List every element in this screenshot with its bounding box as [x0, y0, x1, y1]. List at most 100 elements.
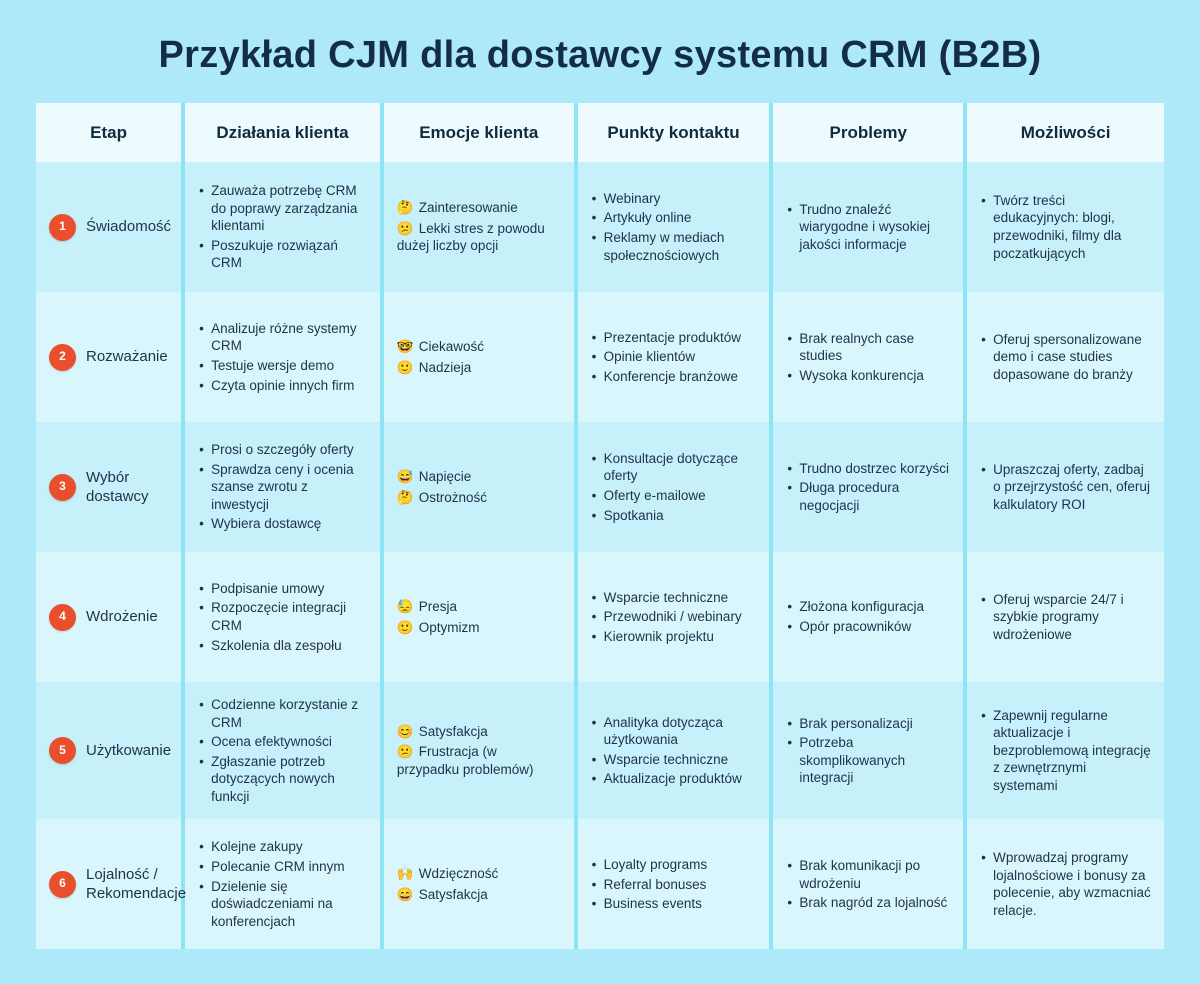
list-item: Upraszczaj oferty, zadbaj o przejrzystoś…: [980, 461, 1151, 514]
touchpoints-cell: Wsparcie technicznePrzewodniki / webinar…: [573, 552, 772, 682]
list-item: Loyalty programs: [591, 856, 757, 874]
list-item: Oferty e-mailowe: [591, 487, 757, 505]
list-item: Zgłaszanie potrzeb dotyczących nowych fu…: [198, 753, 367, 806]
touchpoints-list: Wsparcie technicznePrzewodniki / webinar…: [591, 589, 757, 646]
list-item: Długa procedura negocjacji: [786, 479, 950, 514]
problems-list: Brak komunikacji po wdrożeniuBrak nagród…: [786, 857, 950, 912]
emotion-label: Zainteresowanie: [418, 200, 518, 216]
list-item: Zapewnij regularne aktualizacje i bezpro…: [980, 707, 1151, 795]
actions-cell: Analizuje różne systemy CRMTestuje wersj…: [181, 292, 382, 422]
list-item: Oferuj spersonalizowane demo i case stud…: [980, 331, 1151, 384]
touchpoints-cell: Prezentacje produktówOpinie klientówKonf…: [573, 292, 772, 422]
problems-cell: Trudno znaleźć wiarygodne i wysokiej jak…: [769, 162, 966, 292]
stage-label: Rozważanie: [86, 348, 168, 366]
list-item: Czyta opinie innych firm: [198, 377, 367, 395]
emotions-cell: 🤓Ciekawość🙂Nadzieja: [379, 292, 576, 422]
list-item: Przewodniki / webinary: [591, 608, 757, 626]
emotions-list: 😊Satysfakcja😕Frustracja (w przypadku pro…: [397, 723, 561, 779]
problems-list: Trudno znaleźć wiarygodne i wysokiej jak…: [786, 201, 950, 254]
list-item: Analizuje różne systemy CRM: [198, 320, 367, 355]
actions-list: Zauważa potrzebę CRM do poprawy zarządza…: [198, 182, 367, 272]
emotions-cell: 🙌Wdzięczność😄Satysfakcja: [379, 819, 576, 950]
emotion-item: 😓Presja: [397, 598, 561, 616]
emotion-item: 🤔Zainteresowanie: [397, 199, 561, 217]
touchpoints-cell: Konsultacje dotyczące ofertyOferty e-mai…: [573, 422, 772, 552]
emotion-emoji-icon: 😕: [396, 220, 414, 236]
list-item: Artykuły online: [591, 209, 757, 227]
emotion-emoji-icon: 🙂: [396, 619, 414, 635]
problems-cell: Brak komunikacji po wdrożeniuBrak nagród…: [769, 819, 966, 950]
list-item: Trudno znaleźć wiarygodne i wysokiej jak…: [786, 201, 950, 254]
list-item: Kierownik projektu: [591, 628, 757, 646]
list-item: Potrzeba skomplikowanych integracji: [786, 734, 950, 787]
stage-cell: 3 Wybór dostawcy: [36, 422, 184, 552]
actions-list: Prosi o szczegóły ofertySprawdza ceny i …: [198, 441, 367, 533]
problems-cell: Brak realnych case studiesWysoka konkure…: [769, 292, 966, 422]
stage-number-badge: 1: [49, 213, 76, 241]
emotion-label: Wdzięczność: [418, 866, 499, 882]
list-item: Prezentacje produktów: [591, 329, 757, 347]
list-item: Wsparcie techniczne: [591, 589, 757, 607]
list-item: Spotkania: [591, 507, 757, 525]
table-row: 1 Świadomość Zauważa potrzebę CRM do pop…: [36, 162, 1164, 292]
stage-number-badge: 2: [49, 343, 76, 371]
list-item: Brak komunikacji po wdrożeniu: [786, 857, 950, 892]
opportunities-list: Twórz treści edukacyjnych: blogi, przewo…: [980, 192, 1151, 262]
table-row: 3 Wybór dostawcy Prosi o szczegóły ofert…: [36, 422, 1164, 552]
stage-label: Lojalność / Rekomendacje: [86, 865, 187, 903]
list-item: Ocena efektywności: [198, 733, 367, 751]
emotion-label: Satysfakcja: [418, 886, 488, 902]
list-item: Codzienne korzystanie z CRM: [198, 696, 367, 731]
list-item: Sprawdza ceny i ocenia szanse zwrotu z i…: [198, 461, 367, 514]
opportunities-cell: Oferuj wsparcie 24/7 i szybkie programy …: [963, 552, 1164, 682]
problems-cell: Brak personalizacjiPotrzeba skomplikowan…: [769, 682, 966, 820]
emotion-emoji-icon: 😊: [396, 723, 414, 739]
column-header: Możliwości: [963, 103, 1164, 162]
emotions-cell: 😓Presja 🙂Optymizm: [379, 552, 576, 682]
emotion-item: 😅Napięcie: [397, 468, 561, 486]
actions-cell: Podpisanie umowyRozpoczęcie integracji C…: [181, 552, 382, 682]
table-row: 6 Lojalność / Rekomendacje Kolejne zakup…: [36, 819, 1164, 950]
list-item: Reklamy w mediach społecznościowych: [591, 229, 757, 264]
list-item: Dzielenie się doświadczeniami na konfere…: [198, 878, 367, 931]
stage-cell: 4 Wdrożenie: [36, 552, 184, 682]
stage-label: Użytkowanie: [86, 741, 172, 759]
actions-cell: Codzienne korzystanie z CRM Ocena efektyw…: [181, 682, 382, 820]
emotion-label: Optymizm: [418, 619, 480, 635]
emotion-label: Ciekawość: [418, 338, 484, 354]
emotion-emoji-icon: 🙌: [396, 866, 414, 882]
list-item: Wybiera dostawcę: [198, 515, 367, 533]
emotions-cell: 🤔Zainteresowanie 😕Lekki stres z powodu du…: [379, 162, 576, 292]
table-row: 5 Użytkowanie Codzienne korzystanie z CR…: [36, 682, 1164, 820]
emotion-label: Frustracja (w przypadku problemów): [396, 744, 534, 777]
emotion-emoji-icon: 🤔: [396, 489, 414, 505]
actions-list: Kolejne zakupyPolecanie CRM innymDzielen…: [198, 838, 367, 930]
column-header: Problemy: [769, 103, 966, 162]
actions-cell: Kolejne zakupyPolecanie CRM innymDzielen…: [181, 819, 382, 950]
list-item: Polecanie CRM innym: [198, 858, 367, 876]
list-item: Podpisanie umowy: [198, 580, 367, 598]
list-item: Kolejne zakupy: [198, 838, 367, 856]
stage-label: Świadomość: [86, 218, 172, 236]
opportunities-list: Oferuj wsparcie 24/7 i szybkie programy …: [980, 591, 1151, 644]
stage-cell: 5 Użytkowanie: [36, 682, 184, 820]
column-header: Punkty kontaktu: [573, 103, 772, 162]
list-item: Wysoka konkurencja: [786, 367, 950, 385]
list-item: Aktualizacje produktów: [591, 770, 757, 788]
list-item: Zauważa potrzebę CRM do poprawy zarządza…: [198, 182, 367, 235]
problems-cell: Złożona konfiguracjaOpór pracowników: [769, 552, 966, 682]
opportunities-list: Upraszczaj oferty, zadbaj o przejrzystoś…: [980, 461, 1151, 514]
table-row: 4 Wdrożenie Podpisanie umowyRozpoczęcie …: [36, 552, 1164, 682]
emotion-item: 😕Lekki stres z powodu dużej liczby opcji: [397, 220, 561, 255]
emotion-emoji-icon: 😅: [396, 468, 414, 484]
stage-cell: 1 Świadomość: [36, 162, 184, 292]
cjm-table-body: 1 Świadomość Zauważa potrzebę CRM do pop…: [36, 162, 1164, 950]
stage-cell: 6 Lojalność / Rekomendacje: [36, 819, 187, 950]
opportunities-list: Oferuj spersonalizowane demo i case stud…: [980, 331, 1151, 384]
list-item: Szkolenia dla zespołu: [198, 637, 367, 655]
emotion-label: Ostrożność: [418, 489, 487, 505]
opportunities-cell: Oferuj spersonalizowane demo i case stud…: [963, 292, 1164, 422]
column-header: Etap: [36, 103, 184, 162]
emotions-list: 🤓Ciekawość🙂Nadzieja: [397, 338, 561, 376]
